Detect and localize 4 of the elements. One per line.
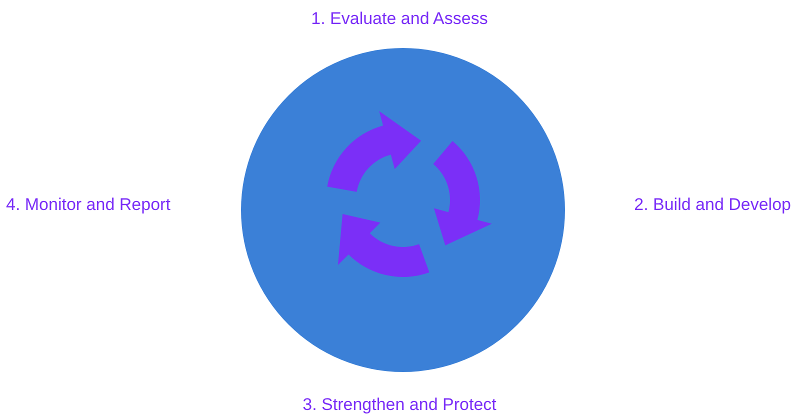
step-label: 1. Evaluate and Assess xyxy=(311,9,488,28)
step-label: 2. Build and Develop xyxy=(634,195,791,214)
step-label: 3. Strengthen and Protect xyxy=(302,395,496,414)
step-label: 4. Monitor and Report xyxy=(6,195,170,214)
